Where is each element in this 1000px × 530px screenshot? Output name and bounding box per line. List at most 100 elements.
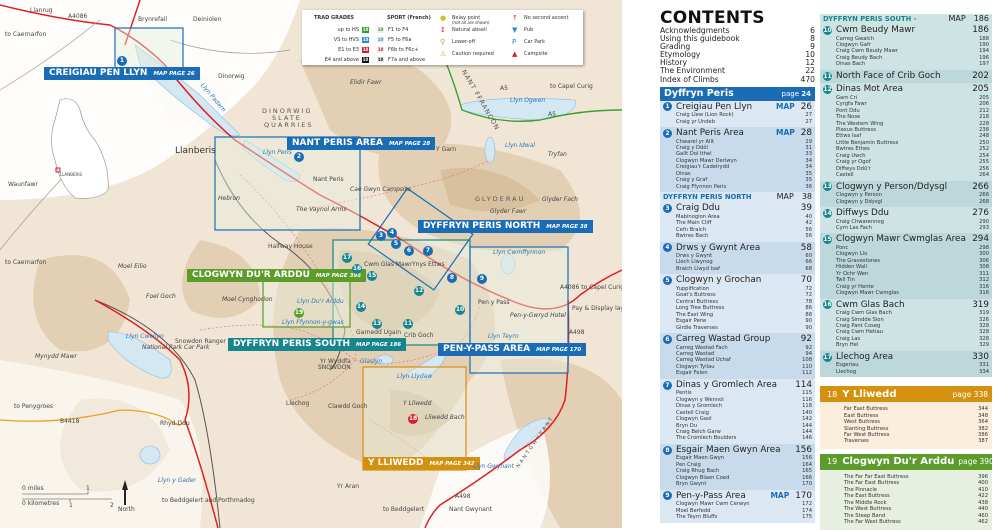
sub-crag-entry[interactable]: Craig Llew (Lion Rock)27 xyxy=(663,112,812,118)
crag-number-marker[interactable]: 6 xyxy=(404,246,414,256)
crag-number-marker[interactable]: 11 xyxy=(403,319,413,329)
crag-number-marker[interactable]: 13 xyxy=(372,319,382,329)
crag-number-marker[interactable]: 16 xyxy=(352,264,362,274)
crag-number-marker[interactable]: 7 xyxy=(423,246,433,256)
crag-number-marker[interactable]: 4 xyxy=(387,228,397,238)
crag-number-marker[interactable]: 19 xyxy=(294,308,304,318)
crag-number-marker[interactable]: 9 xyxy=(477,274,487,284)
crag-number-marker[interactable]: 5 xyxy=(391,239,401,249)
crag-number-marker[interactable]: 8 xyxy=(447,273,457,283)
crag-number-marker[interactable]: 17 xyxy=(342,253,352,263)
section-header-dyffryn-peris[interactable]: Dyffryn Peris page 24 xyxy=(660,86,815,101)
crag-number-marker[interactable]: 18 xyxy=(408,414,418,424)
crag-number-marker[interactable]: 1 xyxy=(117,56,127,66)
crag-number-marker[interactable]: 2 xyxy=(294,152,304,162)
